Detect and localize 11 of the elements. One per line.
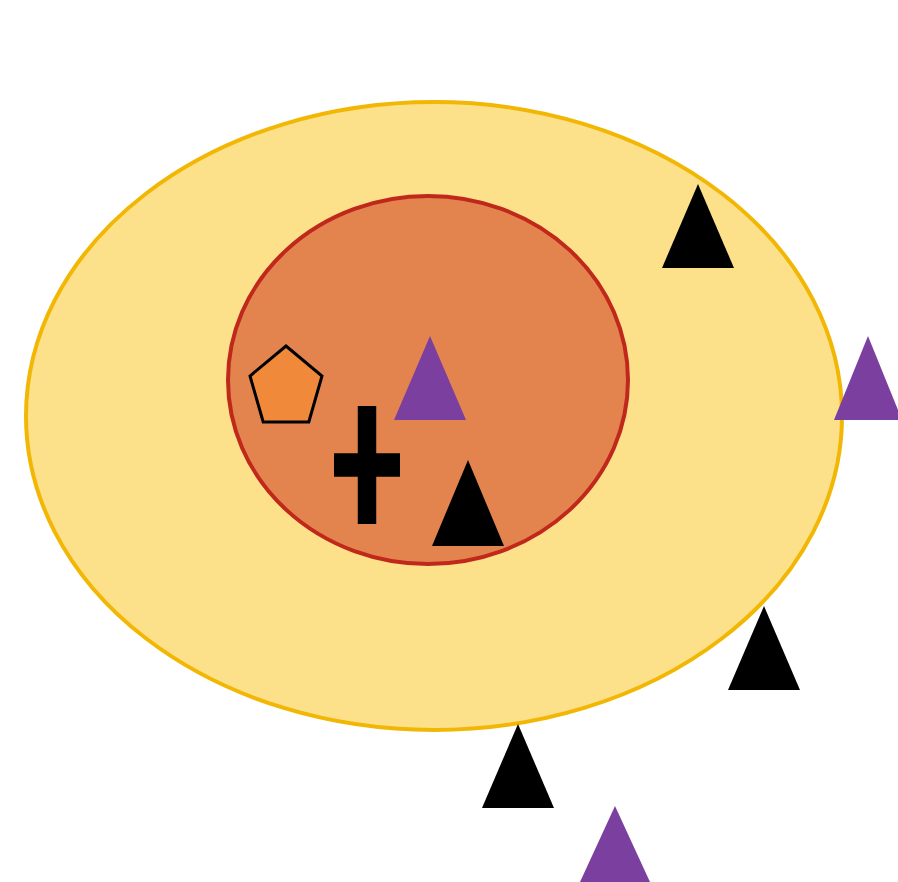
triangle-marker xyxy=(662,184,734,268)
triangle-marker xyxy=(432,460,504,546)
triangle-marker xyxy=(394,336,466,420)
triangle-marker xyxy=(482,724,554,808)
pentagon-shape xyxy=(248,344,324,424)
triangle-marker xyxy=(728,606,800,690)
cross-marker xyxy=(334,406,400,524)
triangle-marker xyxy=(834,336,898,420)
triangle-marker xyxy=(580,806,650,882)
region-ellipse xyxy=(226,194,630,566)
region-ellipse xyxy=(24,100,844,732)
